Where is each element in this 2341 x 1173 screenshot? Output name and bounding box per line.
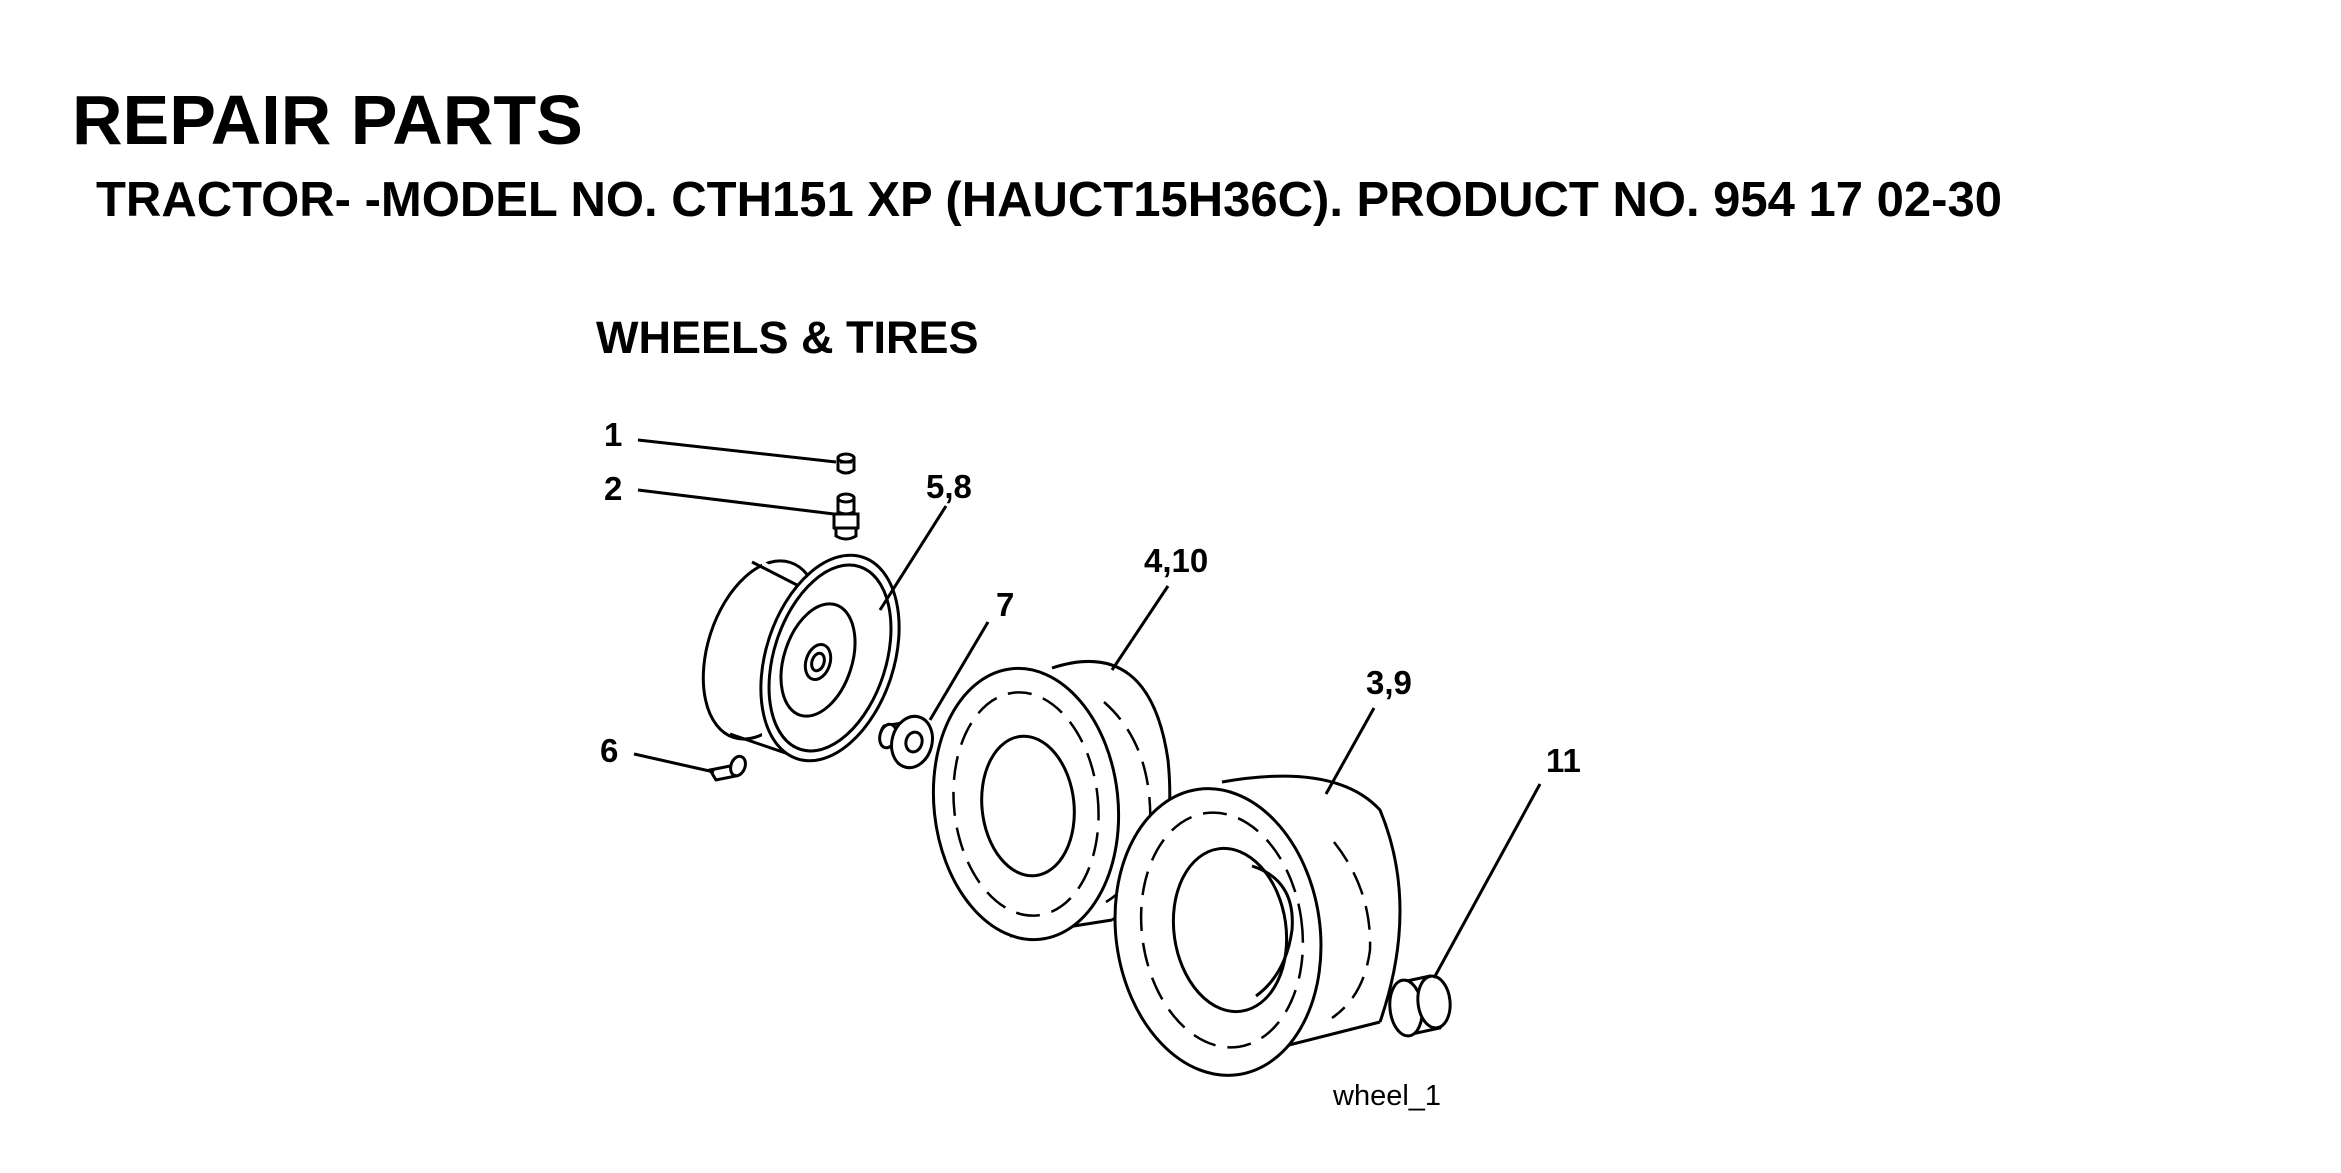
section-title: WHEELS & TIRES [596,312,979,363]
rear-tire-part [1113,774,1402,1077]
valve-cap-part [836,452,856,475]
callout-6: 6 [600,732,618,769]
hub-cap-part [1388,974,1452,1038]
callout-5-8: 5,8 [926,468,972,505]
callout-leader-410 [1110,585,1170,671]
callout-2: 2 [604,470,622,507]
page-title: REPAIR PARTS [72,81,583,159]
callout-leader-1 [637,438,837,464]
callout-leader-7 [928,621,990,721]
callout-7: 7 [996,586,1014,623]
bushing-part [878,714,934,770]
callout-leader-11 [1432,783,1542,979]
bolt-part [707,754,747,782]
callout-11: 11 [1546,742,1581,779]
callout-leader-6 [633,752,715,774]
wheel-rim-part [701,553,901,763]
callout-4-10: 4,10 [1144,542,1208,579]
callout-1: 1 [604,416,622,453]
callout-leader-2 [637,488,835,516]
callout-leader-39 [1324,707,1376,795]
valve-stem-part [832,492,860,541]
callout-3-9: 3,9 [1366,664,1412,701]
model-subtitle: TRACTOR- -MODEL NO. CTH151 XP (HAUCT15H3… [96,173,2002,227]
figure-id-label: wheel_1 [1333,1080,1442,1112]
callout-leader-58 [878,505,948,611]
